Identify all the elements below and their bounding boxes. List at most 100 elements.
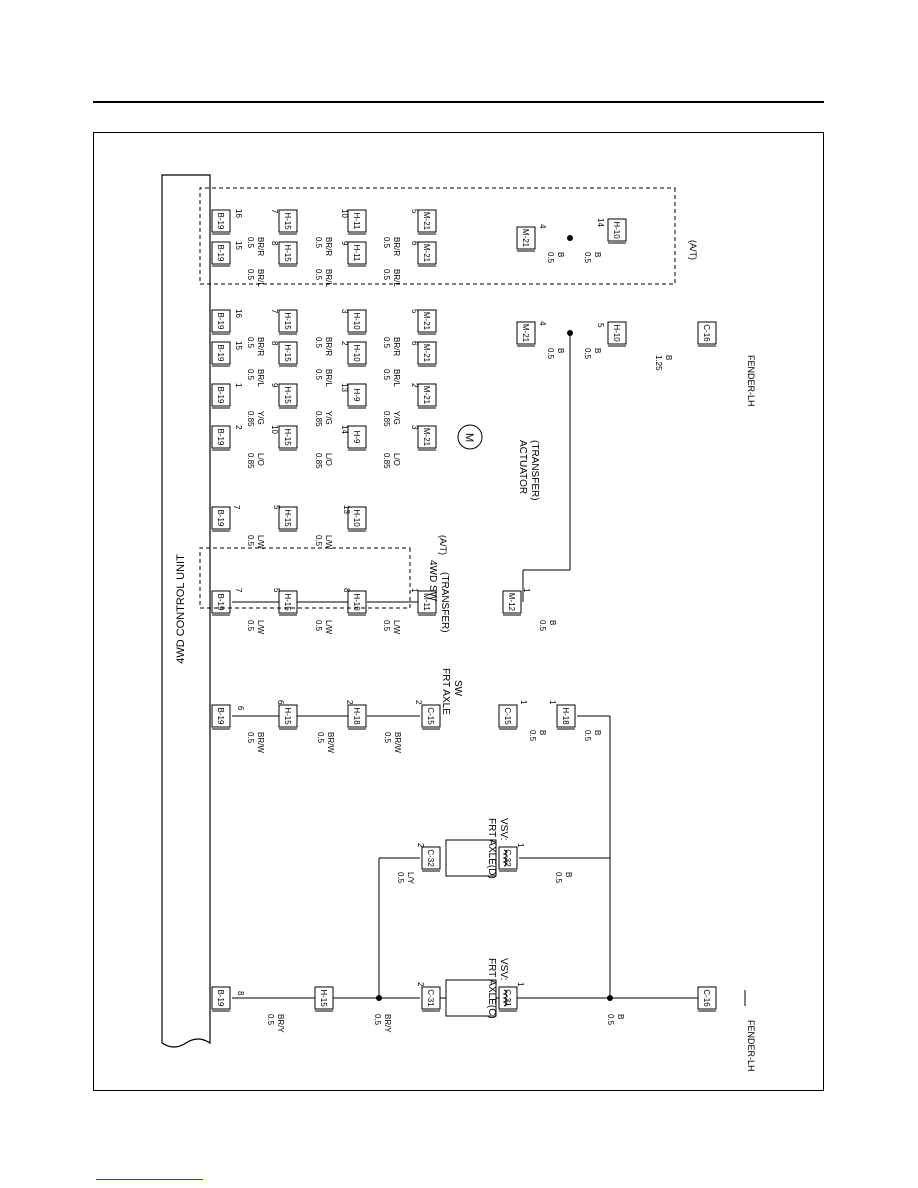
connector-label: H-15: [283, 312, 292, 330]
connector-box: [417, 241, 437, 265]
connector-box: [417, 383, 437, 407]
wire-label: L/W: [324, 620, 333, 635]
wire-label: BR/L: [324, 269, 333, 287]
wire-label: 9: [340, 241, 349, 246]
connector-box: [278, 383, 298, 407]
connector-label: B-19: [216, 510, 225, 527]
wire-label: BR/W: [256, 732, 265, 753]
connector-label: M-11: [422, 593, 431, 611]
connector-box: [278, 241, 298, 265]
connector-label: B-19: [216, 345, 225, 362]
wire-label: B: [556, 348, 565, 353]
connector-label: B-19: [216, 313, 225, 330]
wire-label: 0.5: [583, 252, 592, 264]
wire-label: L/W: [256, 620, 265, 635]
vsv-label: FRT AXLE(D): [486, 818, 497, 879]
wire-label: B: [548, 620, 557, 625]
wire-label: 0.5: [382, 337, 391, 349]
footer-link-underline: [96, 1179, 203, 1180]
wire-label: 0.85: [314, 411, 323, 427]
wire-label: 0.5: [396, 872, 405, 884]
wire-label: 0.85: [314, 453, 323, 469]
connector-label: B-19: [216, 594, 225, 611]
connector-box: [278, 209, 298, 233]
switch-label: 4WD SW: [427, 560, 438, 602]
wire-label: 7: [270, 309, 279, 314]
junction-dot: [376, 995, 382, 1001]
connector-label: H-11: [352, 245, 361, 262]
connector-label: M-21: [422, 428, 431, 447]
wire-label: 0.5: [246, 369, 255, 381]
connector-label: H-15: [283, 428, 292, 446]
wire-label: BR/W: [393, 732, 402, 753]
connector-label: C-32: [426, 849, 435, 867]
connector-label: B-19: [216, 708, 225, 725]
connector-box: [417, 309, 437, 333]
connector-box: [417, 209, 437, 233]
wire-label: BR/R: [392, 237, 401, 256]
wire-label: 7: [234, 588, 243, 593]
wire-label: 2: [410, 383, 419, 388]
connector-label: M-21: [521, 229, 530, 248]
wire-label: 0.5: [373, 1014, 382, 1026]
wire-label: 0.5: [314, 620, 323, 632]
switch-label: SW: [452, 680, 463, 697]
ground-label: FENDER-LH: [746, 1020, 756, 1072]
connector-label: C-32: [503, 849, 512, 867]
connector-box: [278, 704, 298, 728]
connector-box: [211, 506, 231, 530]
wire-label: 5: [410, 309, 419, 314]
connector-label: C-16: [702, 324, 711, 342]
wire-label: BR/L: [392, 369, 401, 387]
wire-label: 2: [416, 982, 425, 987]
wire-label: 6: [410, 241, 419, 246]
wire-label: 0.5: [583, 348, 592, 360]
connector-label: M-21: [521, 324, 530, 343]
wire-label: 1.25: [654, 355, 663, 371]
wire-label: Y/G: [256, 411, 265, 425]
control-unit-4wd: 4WD CONTROL UNIT: [161, 174, 211, 1048]
wire-label: 0.5: [246, 620, 255, 632]
connector-box: [421, 846, 441, 870]
connector-box: [347, 309, 367, 333]
wire-label: B: [556, 252, 565, 257]
connector-label: H-10: [352, 593, 361, 611]
connector-label: H-15: [283, 386, 292, 404]
wire-label: 1: [234, 383, 243, 388]
connector-box: [211, 241, 231, 265]
control-unit-title: 4WD CONTROL UNIT: [175, 554, 187, 664]
connector-label: B-19: [216, 387, 225, 404]
connector-box: [347, 506, 367, 530]
connector-label: H-15: [283, 212, 292, 230]
connector-box: [502, 590, 522, 614]
connector-label: B-19: [216, 429, 225, 446]
connector-box: [278, 425, 298, 449]
connector-box: [347, 341, 367, 365]
wire-label: B: [593, 252, 602, 257]
wire-label: 1: [548, 700, 557, 705]
connector-box: [607, 321, 627, 345]
wire-label: 0.5: [382, 269, 391, 281]
wire-label: BR/R: [392, 337, 401, 356]
wire-label: 8: [270, 341, 279, 346]
wire-label: 0.5: [316, 732, 325, 744]
wire-label: 0.5: [606, 1014, 615, 1026]
wire-label: 0.5: [266, 1014, 275, 1026]
connector-box: [347, 704, 367, 728]
wire-label: 1: [410, 588, 419, 593]
wire-label: 0.85: [246, 453, 255, 469]
wire-label: 0.5: [314, 237, 323, 249]
wire-label: 8: [236, 991, 245, 996]
connector-label: C-31: [503, 989, 512, 1007]
connector-label: H-10: [352, 509, 361, 527]
wire-label: BR/R: [256, 337, 265, 356]
actuator-label: ACTUATOR: [517, 440, 528, 494]
wire-label: L/W: [392, 620, 401, 635]
wire-label: 7: [270, 209, 279, 214]
wire-label: L/O: [324, 453, 333, 466]
at-label: (A/T): [688, 240, 698, 260]
at-dashed-region: [199, 187, 676, 285]
connector-label: C-16: [702, 989, 711, 1007]
wire-label: 0.5: [314, 535, 323, 547]
wire-label: 10: [270, 425, 279, 434]
